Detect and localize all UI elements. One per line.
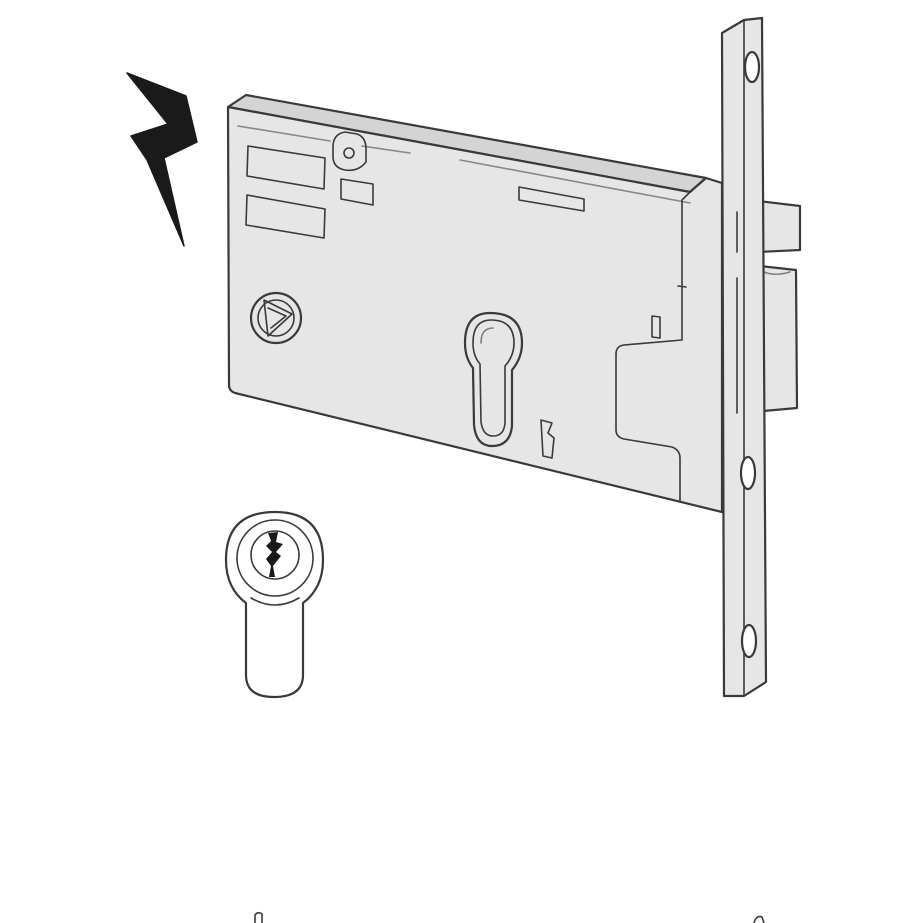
lightning-bolt-shape	[126, 72, 198, 247]
cylinder-cutout	[463, 311, 524, 448]
lock-case-plate	[226, 105, 724, 514]
spindle-hub	[249, 291, 303, 345]
faceplate-screw-hole-top	[743, 50, 761, 84]
lock-case-label-upper	[246, 145, 326, 190]
lock-case-label-lower	[245, 194, 326, 239]
lock-case-mechanism-outline	[615, 191, 691, 503]
lock-case-screw-lug	[332, 131, 367, 172]
lock-case-mechanism-tick	[677, 285, 687, 288]
keyway-shape	[266, 532, 283, 577]
faceplate-screw-hole-middle	[739, 455, 757, 491]
lock-case-notch	[540, 419, 555, 459]
lock-case	[226, 93, 724, 514]
lock-case-long-slot	[518, 186, 585, 212]
lightning-bolt-icon	[126, 72, 198, 247]
lock-case-guide-line	[237, 125, 691, 204]
lock-case-small-slot	[340, 178, 374, 206]
bottom-partial-marks	[254, 911, 765, 923]
lock-case-mechanism-slot	[651, 315, 661, 339]
faceplate-screw-hole-bottom	[740, 623, 758, 659]
lock-case-screw-hole	[343, 147, 355, 159]
euro-cylinder-keyhole-icon	[224, 510, 325, 699]
lock-faceplate	[720, 16, 768, 698]
